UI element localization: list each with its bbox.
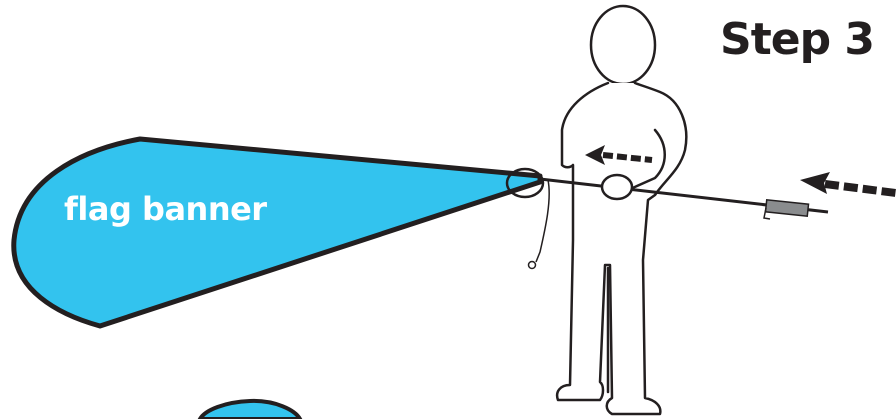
pole-holder xyxy=(765,200,808,216)
second-banner-shape xyxy=(200,401,300,419)
right-hand xyxy=(602,175,632,199)
banner-label: flag banner xyxy=(64,190,267,228)
person-figure xyxy=(557,6,686,414)
insert-arrow-icon xyxy=(800,172,896,194)
step-title: Step 3 xyxy=(720,14,874,65)
person-head xyxy=(591,6,655,84)
person-body xyxy=(557,83,686,414)
cord-clip xyxy=(529,262,536,269)
flag-banner-shape xyxy=(14,139,540,326)
